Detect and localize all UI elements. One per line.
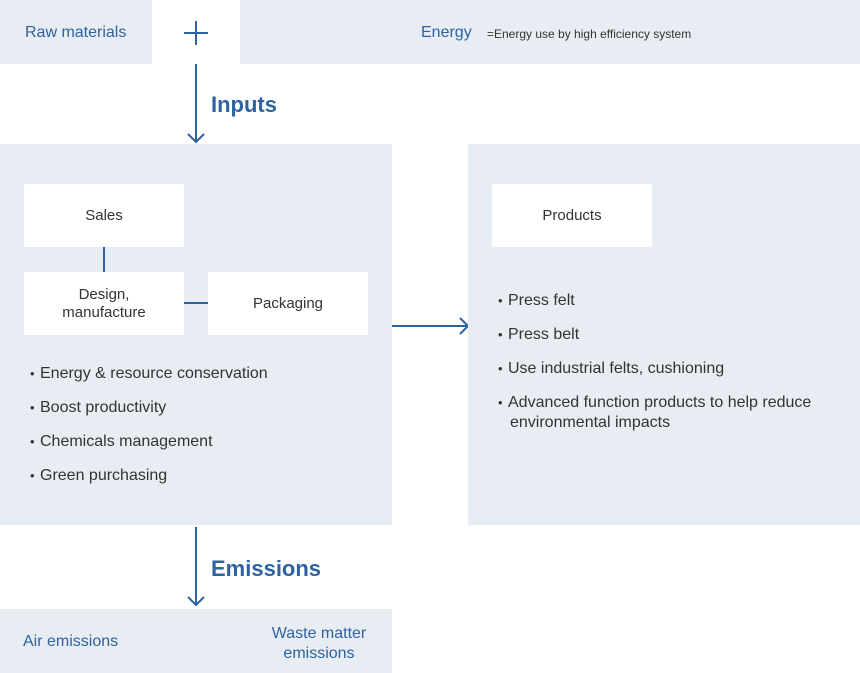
design-label-line1: Design, [78, 285, 130, 303]
design-label-line2: manufacture [62, 303, 146, 321]
process-bullet: Boost productivity [30, 398, 268, 418]
plus-icon [184, 21, 208, 45]
packaging-box: Packaging [208, 272, 368, 335]
product-bullet: Press felt [498, 291, 838, 311]
raw-materials-panel [0, 0, 152, 64]
process-bullet: Chemicals management [30, 432, 268, 452]
process-bullet: Energy & resource conservation [30, 364, 268, 384]
emissions-panel [0, 609, 392, 673]
process-bullet-list: Energy & resource conservation Boost pro… [30, 364, 268, 500]
products-box: Products [492, 184, 652, 247]
waste-emissions-label: Waste matter emissions [262, 624, 376, 664]
sales-label: Sales [85, 206, 123, 224]
energy-label: Energy [421, 24, 472, 41]
emissions-down-arrow [187, 527, 205, 607]
waste-label-line2: emissions [283, 645, 355, 662]
products-right-arrow [392, 317, 470, 335]
inputs-down-arrow [187, 64, 205, 144]
process-bullet: Green purchasing [30, 466, 268, 486]
design-packaging-connector [184, 302, 208, 304]
product-bullet-line1: Advanced function products to help reduc… [508, 394, 812, 411]
air-emissions-label: Air emissions [23, 633, 119, 650]
sales-box: Sales [24, 184, 184, 247]
product-bullet: Use industrial felts, cushioning [498, 359, 838, 379]
product-bullet-line2: environmental impacts [510, 414, 671, 431]
design-manufacture-box: Design, manufacture [24, 272, 184, 335]
product-bullet: Press belt [498, 325, 838, 345]
energy-panel [240, 0, 860, 64]
product-bullet-advanced: Advanced function products to help reduc… [498, 393, 838, 433]
sales-design-connector [103, 247, 105, 272]
products-bullet-list: Press felt Press belt Use industrial fel… [498, 291, 838, 447]
inputs-heading: Inputs [211, 92, 277, 117]
products-label: Products [542, 206, 602, 224]
raw-materials-label: Raw materials [25, 24, 127, 41]
emissions-heading: Emissions [211, 556, 322, 581]
packaging-label: Packaging [252, 294, 324, 312]
energy-note: =Energy use by high efficiency system [487, 27, 692, 41]
waste-label-line1: Waste matter [271, 625, 367, 642]
